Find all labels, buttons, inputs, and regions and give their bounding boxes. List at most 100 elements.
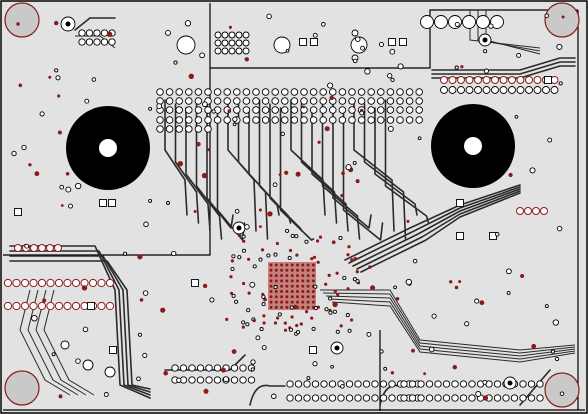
via-icon (479, 300, 485, 306)
pad-icon (440, 86, 448, 94)
pad-icon (252, 97, 260, 105)
via-icon (347, 328, 352, 333)
via-icon (290, 274, 294, 278)
pad-icon (310, 38, 318, 46)
pad-icon (456, 199, 464, 207)
trace (431, 57, 576, 71)
pad-icon (165, 88, 174, 96)
pad-icon (345, 380, 354, 388)
pad-icon (491, 86, 499, 94)
pad-icon (175, 88, 183, 96)
via-icon (301, 290, 305, 293)
via-icon (16, 22, 20, 26)
via-icon (196, 142, 201, 147)
pad-icon (377, 97, 385, 105)
trace (353, 99, 395, 232)
pad-icon (507, 380, 513, 386)
pad-icon (510, 394, 519, 402)
trace (185, 107, 211, 232)
via-icon (458, 280, 462, 284)
trace (164, 354, 246, 371)
pad-icon (223, 97, 231, 105)
via-icon (342, 275, 347, 281)
pad-icon (3, 278, 13, 288)
via-icon (306, 376, 311, 381)
via-icon (335, 271, 339, 275)
via-icon (280, 268, 284, 272)
pad-icon (194, 88, 203, 96)
trace (342, 107, 384, 241)
pad-icon (309, 88, 318, 96)
via-icon (293, 304, 298, 310)
pad-icon (348, 88, 356, 96)
trace (344, 184, 521, 261)
via-icon (283, 321, 287, 325)
pad-icon (451, 394, 459, 402)
via-icon (332, 301, 338, 308)
pad-icon (46, 301, 55, 311)
via-icon (306, 279, 310, 283)
pad-icon (165, 106, 174, 114)
pad-icon (109, 346, 117, 354)
via-icon (277, 312, 282, 317)
via-icon (28, 163, 32, 167)
pad-icon (300, 97, 308, 105)
via-icon (81, 285, 88, 291)
pad-icon (156, 125, 164, 133)
pad-icon (252, 88, 260, 96)
pad-icon (377, 116, 385, 124)
pad-icon (185, 106, 193, 114)
via-icon (350, 318, 354, 322)
pad-icon (388, 380, 396, 388)
via-icon (339, 324, 343, 328)
via-icon (173, 60, 178, 65)
via-icon (193, 210, 197, 213)
pad-icon (63, 278, 72, 288)
via-icon (285, 48, 290, 53)
trace (290, 99, 326, 216)
via-icon (91, 77, 97, 82)
via-icon (68, 203, 73, 209)
via-icon (311, 263, 315, 267)
via-icon (261, 345, 267, 351)
via-icon (241, 234, 246, 239)
pad-icon (185, 97, 193, 105)
pad-icon (185, 125, 193, 133)
via-icon (561, 15, 565, 19)
pad-icon (405, 97, 414, 105)
via-icon (301, 284, 305, 288)
pad-icon (85, 29, 94, 37)
via-icon (75, 358, 81, 364)
via-icon (428, 346, 435, 353)
via-icon (269, 295, 273, 299)
via-icon (290, 300, 294, 304)
pad-icon (448, 15, 462, 29)
pad-icon (400, 394, 408, 402)
trace (325, 295, 576, 357)
via-icon (269, 290, 273, 293)
via-group (11, 13, 565, 401)
via-icon (389, 48, 396, 55)
via-icon (508, 172, 513, 178)
pad-icon (171, 364, 179, 372)
via-icon (148, 106, 153, 111)
via-icon (306, 268, 310, 272)
via-icon (328, 296, 333, 301)
pad-icon (214, 39, 222, 47)
via-icon (280, 263, 284, 267)
pad-icon (525, 86, 533, 94)
pad-icon (230, 376, 239, 384)
via-icon (294, 234, 299, 239)
via-icon (82, 326, 89, 333)
via-icon (42, 298, 47, 303)
via-icon (328, 310, 333, 315)
via-icon (336, 292, 340, 297)
pad-icon (328, 394, 337, 402)
via-icon (274, 263, 278, 267)
via-icon (230, 259, 234, 263)
via-icon (274, 274, 278, 278)
pad-icon (388, 394, 396, 402)
pad-icon (367, 106, 375, 114)
pad-icon (417, 380, 425, 388)
